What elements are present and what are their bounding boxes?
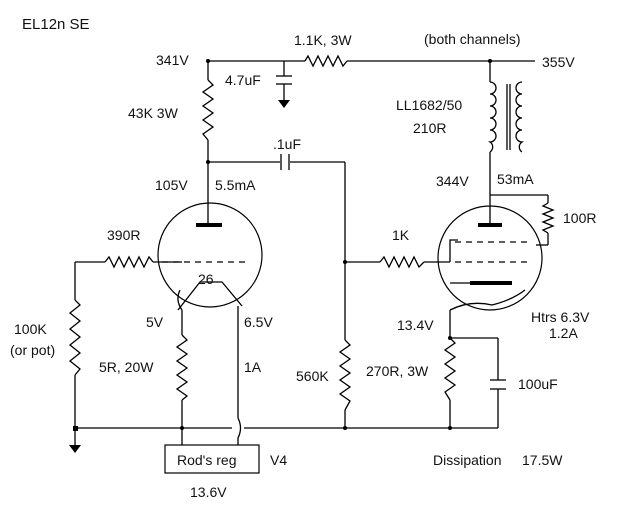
label-ll1682: LL1682/50 (396, 97, 462, 113)
label-210r: 210R (413, 120, 446, 136)
label-dissipation: Dissipation (433, 452, 501, 468)
capacitor-100uf (490, 379, 506, 390)
label-1k: 1K (392, 227, 410, 243)
label-560k: 560K (296, 368, 329, 384)
resistor-5r (175, 334, 189, 401)
label-100r: 100R (563, 210, 596, 226)
junction-dot (343, 426, 347, 430)
label-53ma: 53mA (497, 171, 534, 187)
label-341v: 341V (156, 52, 189, 68)
label-0-1uf: .1uF (273, 136, 301, 152)
label-4-7uf: 4.7uF (225, 72, 261, 88)
resistor-560k (338, 339, 352, 411)
ground-icon (278, 100, 290, 108)
label-5-5ma: 5.5mA (215, 177, 256, 193)
label-43k-3w: 43K 3W (128, 105, 179, 121)
junction-dot (343, 260, 347, 264)
label-100k: 100K (14, 321, 47, 337)
capacitor-0-1uf (280, 154, 290, 170)
ground-icon-main (69, 445, 81, 453)
schematic-title: EL12n SE (22, 16, 90, 33)
label-390r: 390R (107, 227, 140, 243)
resistor-1k1 (304, 54, 348, 68)
label-270r-3w: 270R, 3W (366, 363, 429, 379)
label-dissipation-value: 17.5W (522, 452, 563, 468)
label-or-pot: (or pot) (10, 342, 55, 358)
resistor-390r (104, 255, 154, 269)
junction-dot (488, 59, 492, 63)
label-100uf: 100uF (518, 376, 558, 392)
label-1a: 1A (244, 359, 262, 375)
resistor-100k (68, 299, 82, 376)
junction-dot (448, 336, 452, 340)
label-5r-20w: 5R, 20W (99, 359, 154, 375)
regulator-box (164, 444, 260, 474)
junction-dot (448, 426, 452, 430)
label-tube-26: 26 (198, 271, 214, 287)
label-6-5v: 6.5V (244, 314, 273, 330)
junction-dot (180, 426, 184, 430)
label-htrs-current: 1.2A (549, 325, 578, 341)
capacitor-4-7uf (276, 75, 292, 85)
junction-dot (206, 160, 210, 164)
junction-square (73, 426, 78, 431)
label-1-1k-3w: 1.1K, 3W (294, 32, 352, 48)
label-344v: 344V (436, 173, 469, 189)
label-13-6v: 13.6V (190, 484, 227, 500)
label-105v: 105V (155, 177, 188, 193)
label-both-channels: (both channels) (424, 31, 521, 47)
label-5v: 5V (146, 314, 164, 330)
label-13-4v: 13.4V (397, 317, 434, 333)
label-htrs: Htrs 6.3V (531, 309, 590, 325)
tube-26 (157, 202, 263, 311)
label-v4: V4 (270, 452, 287, 468)
junction-dot (206, 59, 210, 63)
tube-el12 (437, 205, 543, 311)
resistor-100r (541, 202, 555, 234)
label-355v: 355V (542, 54, 575, 70)
output-transformer (487, 81, 525, 153)
wires (74, 60, 549, 445)
resistor-43k (201, 79, 215, 141)
resistor-270r (443, 337, 457, 401)
resistor-1k (379, 255, 425, 269)
label-rods-reg: Rod's reg (177, 452, 236, 468)
